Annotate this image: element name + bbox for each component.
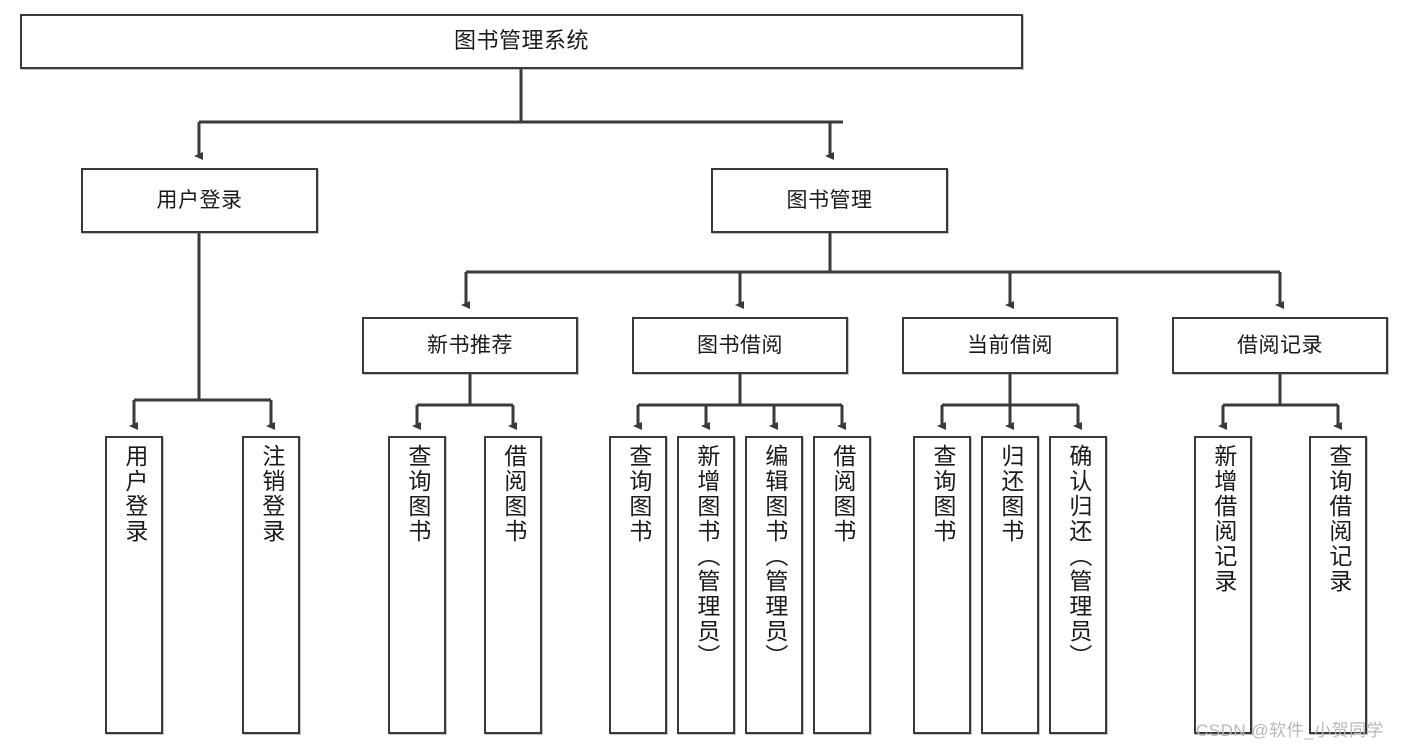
node-label: 查询图书 — [404, 444, 431, 544]
node-leaf-borrow-book-2[interactable]: 借阅图书 — [813, 436, 871, 734]
node-label: 编辑图书（管理员） — [761, 444, 788, 669]
node-label: 用户登录 — [156, 188, 243, 212]
node-leaf-borrow-book-1[interactable]: 借阅图书 — [484, 436, 542, 734]
node-leaf-edit-book[interactable]: 编辑图书（管理员） — [745, 436, 803, 734]
node-label: 查询图书 — [929, 444, 956, 544]
node-leaf-query-borrow-record[interactable]: 查询借阅记录 — [1309, 436, 1367, 734]
node-label: 借阅图书 — [500, 444, 527, 544]
node-leaf-query-book-3[interactable]: 查询图书 — [913, 436, 971, 734]
node-new-book-recommend[interactable]: 新书推荐 — [362, 317, 578, 374]
node-label: 用户登录 — [121, 444, 148, 544]
node-label: 图书借阅 — [697, 333, 783, 357]
node-label: 当前借阅 — [967, 333, 1053, 357]
node-user-login[interactable]: 用户登录 — [81, 168, 318, 233]
node-label: 新增借阅记录 — [1210, 444, 1237, 594]
node-label: 借阅图书 — [829, 444, 856, 544]
node-label: 查询图书 — [625, 444, 652, 544]
node-leaf-return-book[interactable]: 归还图书 — [981, 436, 1039, 734]
node-label: 图书管理 — [786, 188, 873, 212]
node-leaf-add-book[interactable]: 新增图书（管理员） — [677, 436, 735, 734]
node-label: 新增图书（管理员） — [693, 444, 720, 669]
node-current-borrow[interactable]: 当前借阅 — [902, 317, 1118, 374]
node-label: 新书推荐 — [427, 333, 513, 357]
node-root-system[interactable]: 图书管理系统 — [20, 14, 1023, 69]
node-leaf-user-login[interactable]: 用户登录 — [105, 436, 163, 734]
csdn-watermark: CSDN @软件_小贺同学 — [1196, 721, 1385, 740]
node-label: 注销登录 — [258, 444, 285, 544]
node-leaf-confirm-return[interactable]: 确认归还（管理员） — [1049, 436, 1107, 734]
node-label: 图书管理系统 — [453, 28, 589, 54]
node-book-management[interactable]: 图书管理 — [711, 168, 948, 233]
node-label: 归还图书 — [997, 444, 1024, 544]
node-leaf-add-borrow-record[interactable]: 新增借阅记录 — [1194, 436, 1252, 734]
node-label: 借阅记录 — [1237, 333, 1323, 357]
node-book-borrow[interactable]: 图书借阅 — [632, 317, 848, 374]
node-leaf-logout-login[interactable]: 注销登录 — [242, 436, 300, 734]
node-label: 查询借阅记录 — [1325, 444, 1352, 594]
node-label: 确认归还（管理员） — [1065, 444, 1092, 669]
node-borrow-record[interactable]: 借阅记录 — [1172, 317, 1388, 374]
node-leaf-query-book-2[interactable]: 查询图书 — [609, 436, 667, 734]
node-leaf-query-book-1[interactable]: 查询图书 — [388, 436, 446, 734]
